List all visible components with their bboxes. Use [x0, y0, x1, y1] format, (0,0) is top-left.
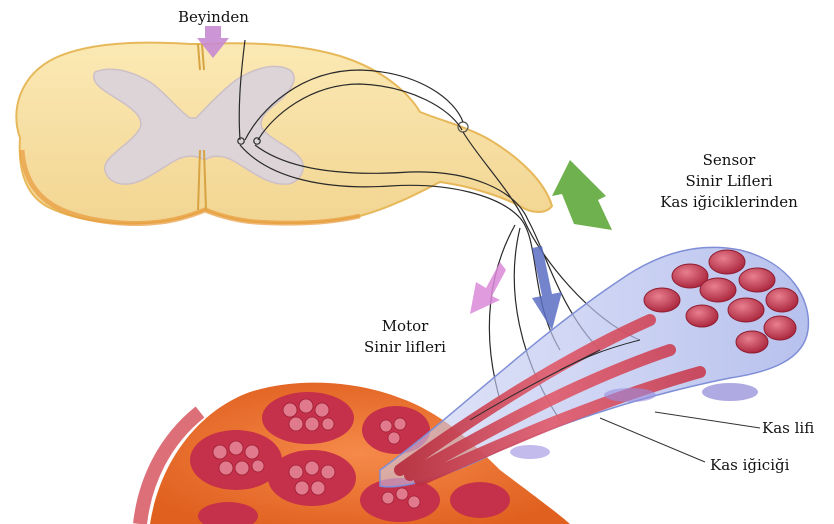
label-sensor-line2: Sinir Lifleri [634, 171, 824, 192]
label-sensor-group: Sensor Sinir Lifleri Kas iğiciklerinden [634, 150, 824, 213]
spinal-cord-section [16, 43, 552, 224]
label-sensor-line3: Kas iğiciklerinden [634, 192, 824, 213]
arrow-motor-pink [470, 262, 506, 314]
label-motor-line2: Sinir lifleri [345, 337, 465, 358]
muscle-spindle [380, 247, 808, 486]
label-from-brain: Beyinden [178, 7, 249, 28]
label-muscle-fiber: Kas lifi [762, 418, 814, 439]
label-motor-line1: Motor [345, 316, 465, 337]
label-sensor-line1: Sensor [634, 150, 824, 171]
label-motor-group: Motor Sinir lifleri [345, 316, 465, 358]
label-muscle-spindle: Kas iğiciği [710, 455, 789, 476]
spindle-nucleus [702, 383, 758, 401]
arrow-sensor-up [552, 160, 612, 230]
